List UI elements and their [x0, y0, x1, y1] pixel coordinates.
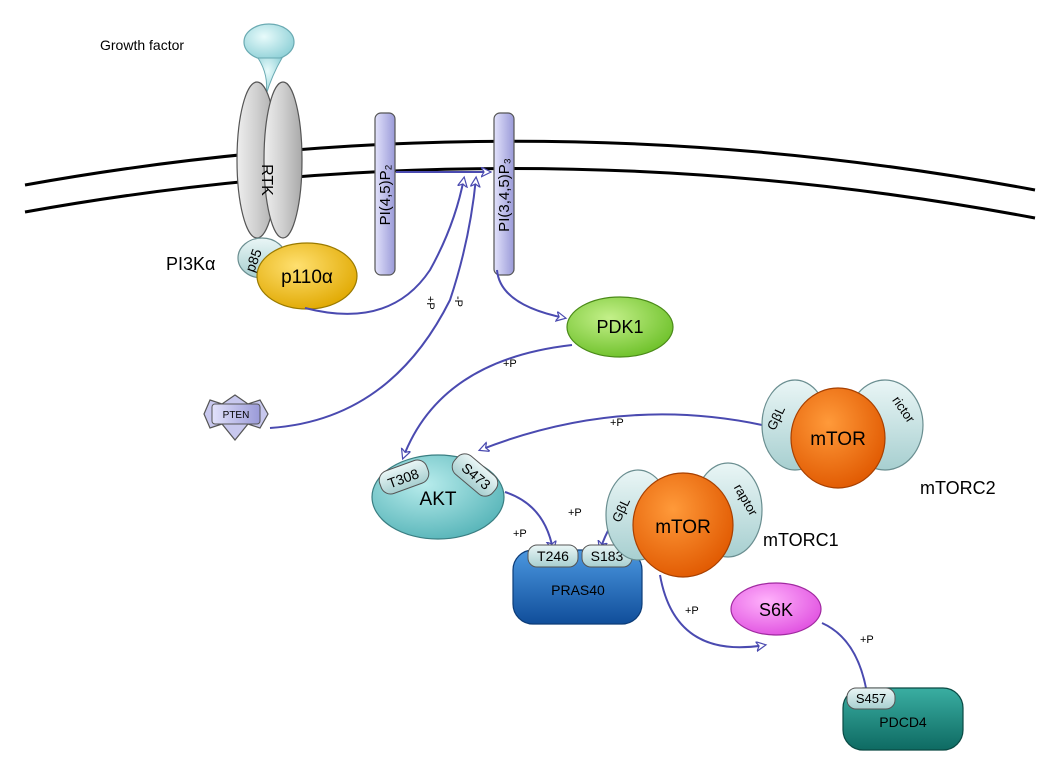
arrow-pip3-to-pdk1: [496, 269, 565, 318]
membrane-outer-line: [24, 139, 1036, 192]
p110-label: p110α: [281, 267, 333, 288]
rtk-label: RTK: [258, 164, 275, 196]
pdk1-node: PDK1: [566, 296, 674, 358]
arrow-mtorc2-to-akt-s473: [480, 413, 763, 450]
svg-text:AKT: AKT: [420, 489, 457, 510]
arrow-pdk1-to-akt-t308: [403, 344, 573, 458]
mtor1-subunit: [632, 472, 734, 578]
pdk1-akt-phospho-label: +P: [503, 358, 517, 370]
pip2-lipid: PI(4,5)P₂: [374, 112, 396, 276]
arrow-p110-phosphorylates: [304, 178, 464, 315]
akt-node: AKT T308 S473: [371, 453, 505, 540]
akt-t308-site: T308: [378, 459, 430, 495]
arrow-mtorc1-to-s6k: [659, 574, 765, 647]
pras40-t246-site: T246: [527, 544, 579, 568]
p110-phospho-label: +P: [424, 296, 436, 310]
svg-text:mTOR: mTOR: [810, 429, 866, 450]
s6k-node: S6K: [730, 582, 822, 636]
akt-pras40-phospho-label: +P: [513, 528, 527, 540]
pdcd4-s457-site: S457: [846, 687, 896, 710]
svg-text:PRAS40: PRAS40: [551, 582, 605, 598]
mtorc2-akt-phospho-label: +P: [610, 417, 624, 429]
membrane-inner-line: [24, 166, 1036, 220]
pten-node: PTEN: [203, 394, 269, 441]
arrow-pten-dephosphorylates: [269, 178, 476, 429]
svg-text:PTEN: PTEN: [223, 410, 250, 421]
svg-text:mTOR: mTOR: [655, 517, 711, 538]
growth-factor-label: Growth factor: [100, 37, 184, 53]
svg-text:S183: S183: [591, 548, 624, 564]
svg-text:PI(4,5)P₂: PI(4,5)P₂: [377, 164, 394, 225]
svg-text:S6K: S6K: [759, 600, 793, 620]
pi3k-label: PI3Kα: [166, 254, 215, 274]
mtorc1-pras40-phospho-label: +P: [568, 507, 582, 519]
mtorc1-complex: GβL raptor mTOR: [605, 462, 763, 578]
mtorc2-label: mTORC2: [920, 478, 996, 498]
pip3-lipid: PI(3,4,5)P₃: [493, 112, 515, 276]
rtk-receptor: RTK: [236, 81, 303, 239]
svg-text:PI(3,4,5)P₃: PI(3,4,5)P₃: [496, 158, 513, 232]
mtorc1-s6k-phospho-label: +P: [685, 605, 699, 617]
svg-text:S457: S457: [856, 691, 886, 706]
pi3k-complex: p85 p110α: [237, 237, 358, 310]
svg-text:PDK1: PDK1: [596, 317, 643, 337]
pdcd4-node: PDCD4 S457: [842, 687, 964, 751]
pten-dephospho-label: -P: [452, 296, 464, 307]
mtorc2-complex: GβL rictor mTOR: [761, 379, 924, 489]
s6k-pdcd4-phospho-label: +P: [860, 634, 874, 646]
mtorc1-label: mTORC1: [763, 530, 839, 550]
svg-text:T246: T246: [537, 548, 569, 564]
mtor2-subunit: [790, 387, 886, 489]
arrow-akt-to-pras40: [504, 491, 553, 550]
svg-text:PDCD4: PDCD4: [879, 714, 927, 730]
pras40-node: PRAS40 T246 S183: [512, 544, 643, 625]
